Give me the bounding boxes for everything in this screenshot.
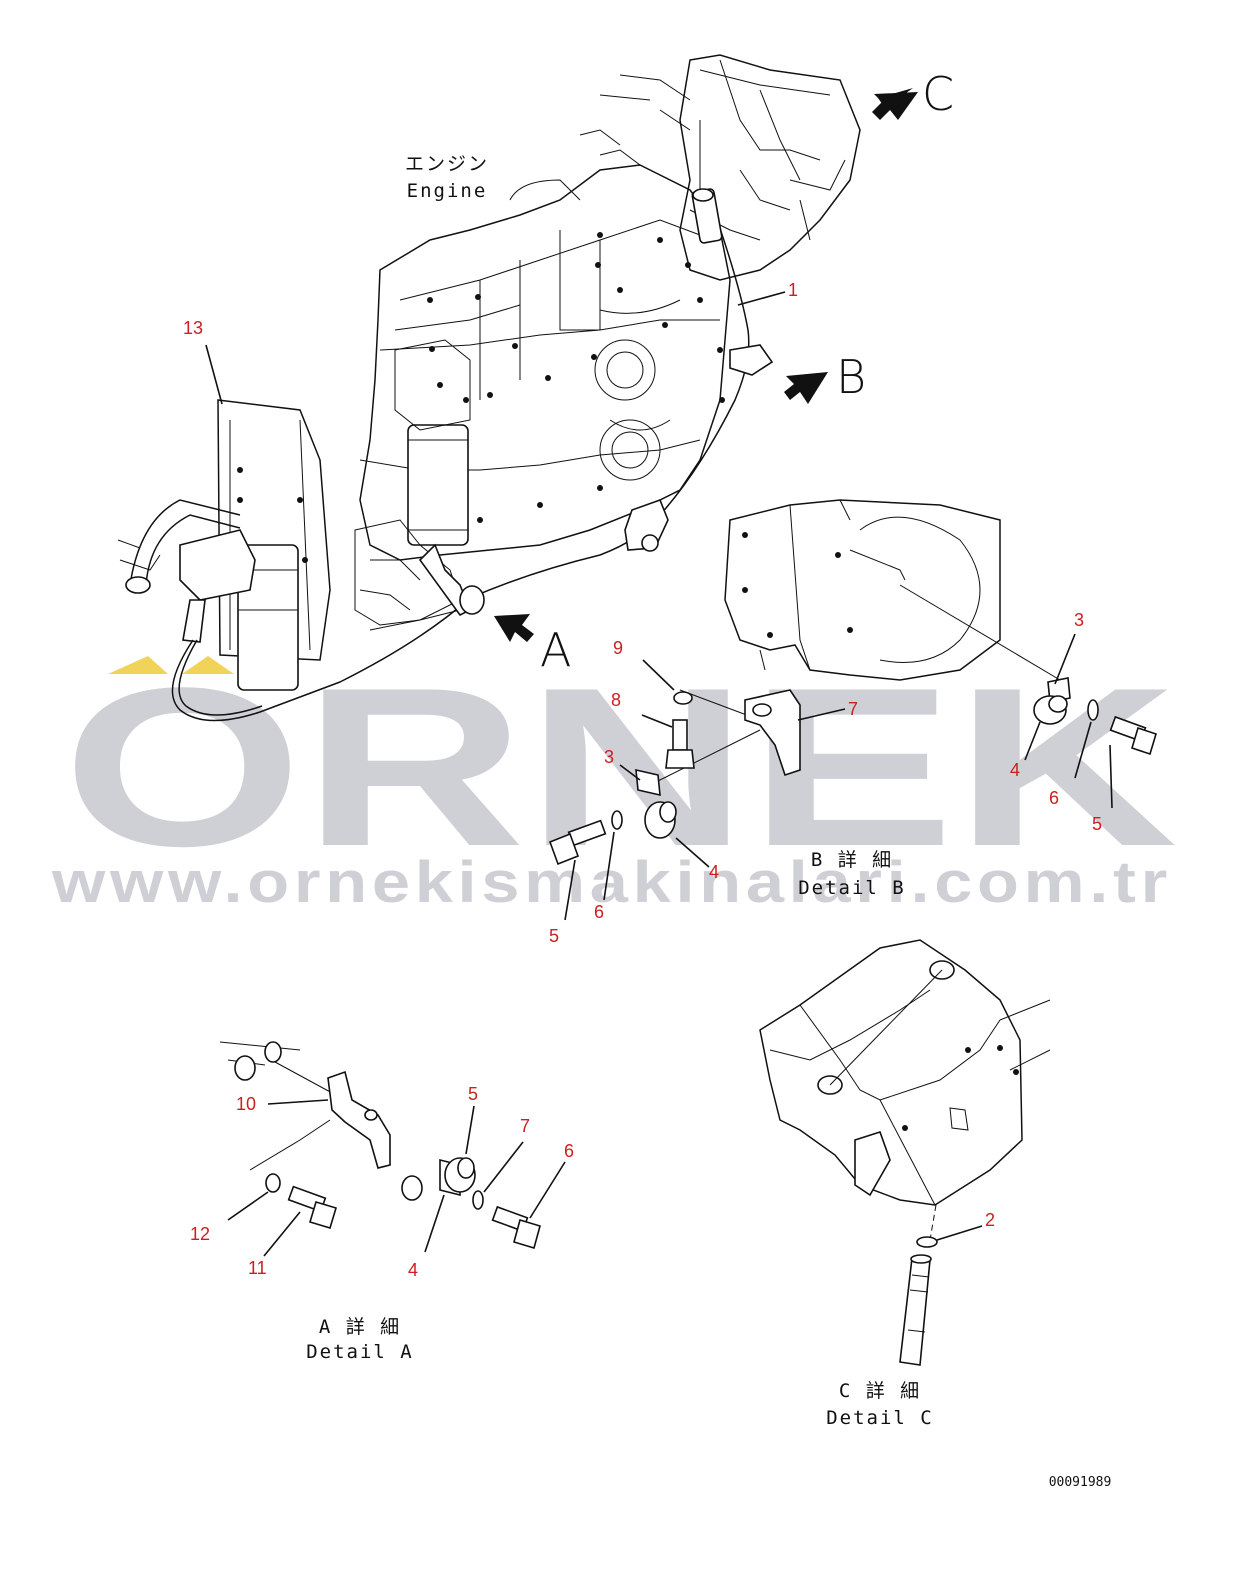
- callout-b-5-right: 5: [1092, 814, 1102, 834]
- watermark-accent-left: [108, 656, 168, 674]
- callout-b-6-right: 6: [1049, 788, 1059, 808]
- drawing-code: 00091989: [1049, 1475, 1112, 1490]
- callout-b-9: 9: [613, 638, 623, 658]
- view-arrow-c: C: [872, 67, 954, 121]
- callout-a-5: 5: [468, 1084, 478, 1104]
- watermark-accent-right: [182, 656, 234, 674]
- view-arrow-b: B: [784, 350, 866, 404]
- callout-b-4-mid: 4: [709, 862, 719, 882]
- bolt-5-mid: [548, 819, 607, 866]
- callout-b-7: 7: [848, 699, 858, 719]
- arrow-b-icon: [784, 372, 828, 404]
- callout-1: 1: [788, 280, 798, 300]
- callout-a-6: 6: [564, 1141, 574, 1161]
- washer-9: [673, 691, 693, 705]
- callout-b-3-right: 3: [1074, 610, 1084, 630]
- callout-b-4-right: 4: [1010, 760, 1020, 780]
- o-ring-2: [916, 1236, 938, 1248]
- view-letter-a: A: [540, 623, 571, 677]
- detail-c: 2 C 詳 細 Detail C: [759, 939, 1051, 1429]
- detail-a: 10 5 7 6 12 11 4 A 詳 細 Detail A: [190, 1041, 574, 1363]
- view-arrow-a: A: [494, 614, 571, 677]
- engine-label-en: Engine: [407, 180, 488, 202]
- arrow-a-icon: [494, 614, 534, 642]
- view-letter-b: B: [836, 350, 866, 404]
- bolt-11: [287, 1185, 337, 1229]
- detail-a-title-jp: A 詳 細: [319, 1316, 401, 1338]
- callout-a-11: 11: [248, 1258, 267, 1278]
- watermark-url: www.ornekismakinalari.com.tr: [51, 850, 1172, 915]
- callout-13: 13: [183, 318, 203, 338]
- callout-a-4: 4: [408, 1260, 418, 1280]
- view-letter-c: C: [922, 67, 954, 121]
- detail-b-title-jp: B 詳 細: [811, 849, 893, 871]
- callout-b-5-mid: 5: [549, 926, 559, 946]
- bolt-5-right: [1109, 715, 1157, 756]
- detail-a-title-en: Detail A: [306, 1341, 414, 1363]
- callout-a-12: 12: [190, 1224, 210, 1244]
- engine-label-jp: エンジン: [405, 153, 489, 175]
- callout-b-6-mid: 6: [594, 902, 604, 922]
- bolt-8: [665, 719, 695, 769]
- bolt-6-a: [491, 1205, 541, 1250]
- callout-c-2: 2: [985, 1210, 995, 1230]
- detail-c-title-jp: C 詳 細: [839, 1380, 921, 1402]
- callout-a-10: 10: [236, 1094, 256, 1114]
- detail-b: 9 8 3 7 5 6 4 3 4 6 5 B 詳 細 Detail B: [548, 499, 1157, 946]
- detail-c-title-en: Detail C: [826, 1407, 934, 1429]
- engine-assembly: [117, 54, 861, 722]
- callout-a-7: 7: [520, 1116, 530, 1136]
- detail-b-title-en: Detail B: [798, 877, 906, 899]
- callout-b-8: 8: [611, 690, 621, 710]
- callout-b-3-mid: 3: [604, 747, 614, 767]
- watermark: ORNEK www.ornekismakinalari.com.tr: [51, 640, 1178, 915]
